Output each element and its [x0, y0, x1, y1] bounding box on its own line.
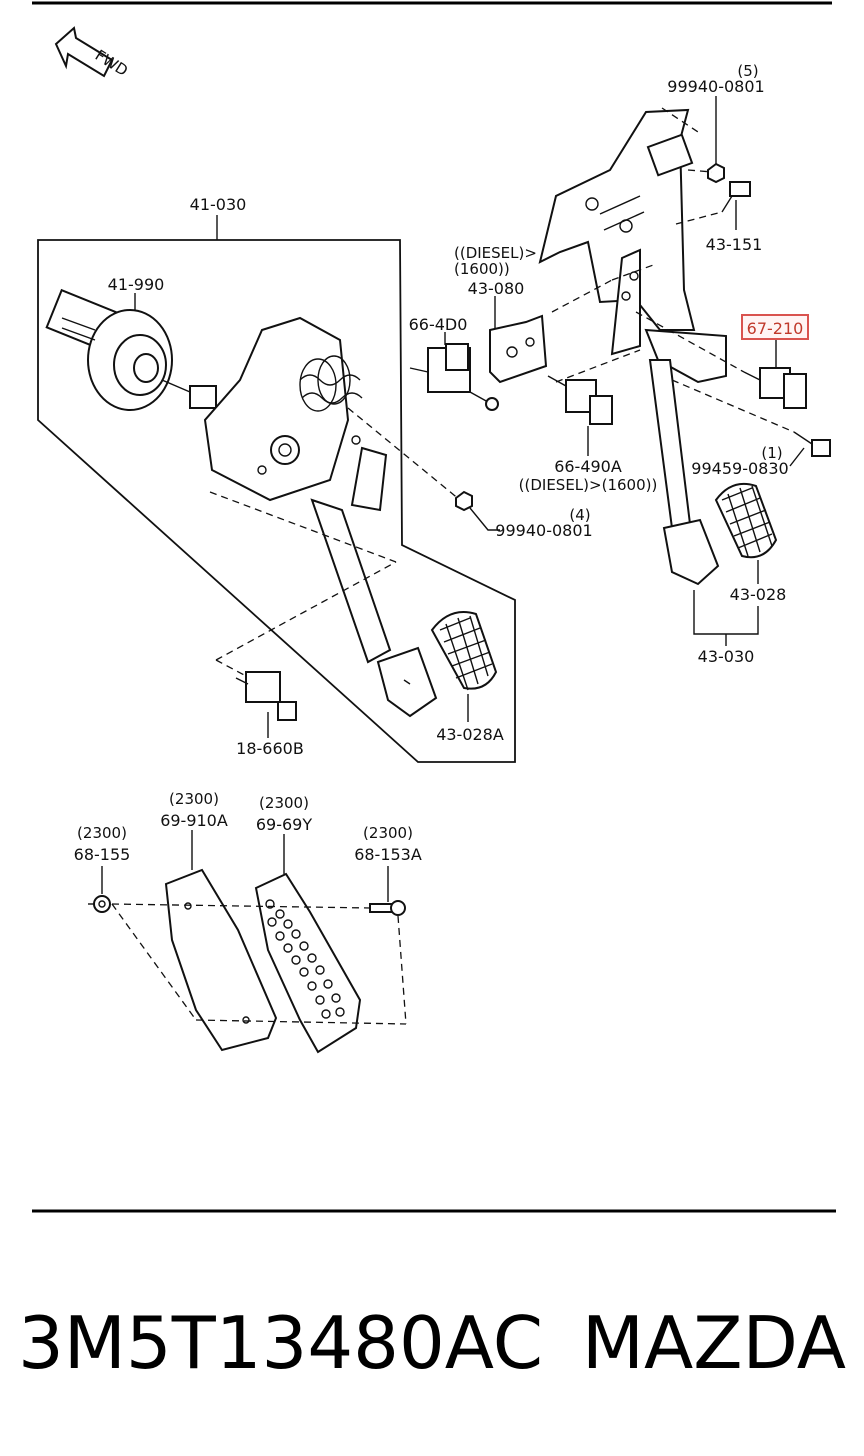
switch-66-490a: [547, 375, 613, 456]
label-66-4d0: 66-4D0: [409, 315, 468, 334]
nut-mid: [455, 490, 500, 531]
label-diesel-1: ((DIESEL)>: [454, 244, 537, 262]
label-2300-b: (2300): [259, 794, 309, 812]
brand-name: MAZDA: [582, 1301, 846, 1385]
clutch-pedal-bracket: [203, 316, 388, 512]
part-number: 3M5T13480AC: [18, 1301, 543, 1385]
label-99940-mid-qty: (4): [569, 506, 590, 524]
bolt-99459-0830: [789, 431, 831, 467]
bracket-43-080: [489, 296, 548, 384]
label-99459-qty: (1): [761, 444, 782, 462]
label-99940-mid: 99940-0801: [495, 521, 592, 540]
clip-68-155: [88, 866, 111, 913]
label-69-910a: 69-910A: [160, 811, 228, 830]
label-2300-c: (2300): [77, 824, 127, 842]
label-43-151: 43-151: [706, 235, 763, 254]
fwd-label: FWD: [92, 46, 131, 80]
highlight-box: [741, 314, 809, 340]
label-69-69y: 69-69Y: [256, 815, 312, 834]
brake-pedal-bracket: [538, 108, 696, 356]
brake-pedal-leader: [693, 590, 759, 646]
label-1600-1: (1600)): [454, 260, 510, 278]
label-43-030: 43-030: [698, 647, 755, 666]
label-67-210[interactable]: 67-210: [747, 319, 804, 338]
callout-labels: 41-030 41-990 66-4D0 ((DIESEL)> (1600)) …: [74, 62, 809, 864]
label-18-660b: 18-660B: [236, 739, 304, 758]
label-41-030: 41-030: [190, 195, 247, 214]
brake-pedal-pad: [714, 482, 778, 584]
label-68-155: 68-155: [74, 845, 131, 864]
screw-68-153a: [369, 866, 406, 916]
label-diesel-2: ((DIESEL)>(1600)): [519, 476, 658, 494]
label-43-028a: 43-028A: [436, 725, 504, 744]
label-43-080: 43-080: [468, 279, 525, 298]
label-2300-d: (2300): [363, 824, 413, 842]
label-41-990: 41-990: [108, 275, 165, 294]
label-43-028: 43-028: [730, 585, 787, 604]
clutch-pedal-arm: [310, 498, 438, 718]
accel-pedal-pad: [254, 834, 362, 1054]
clutch-pedal-pad: [430, 611, 498, 722]
bolt-43-151: [721, 181, 751, 230]
switch-18-660b: [235, 671, 297, 738]
label-99459: 99459-0830: [691, 459, 788, 478]
label-99940-top-qty: (5): [737, 62, 758, 80]
switch-67-210: [743, 340, 807, 409]
clutch-assembly-box: [37, 215, 516, 763]
nut-top: [707, 96, 725, 184]
switch-66-4d0: [409, 332, 499, 411]
label-68-153a: 68-153A: [354, 845, 422, 864]
fwd-arrow-icon: FWD: [54, 26, 131, 80]
brake-pedal-arm: [644, 328, 727, 586]
accel-pedal-plate: [164, 830, 278, 1052]
label-66-490a: 66-490A: [554, 457, 622, 476]
clutch-master-cylinder: [45, 288, 217, 411]
label-2300-a: (2300): [169, 790, 219, 808]
label-99940-top: 99940-0801: [667, 77, 764, 96]
